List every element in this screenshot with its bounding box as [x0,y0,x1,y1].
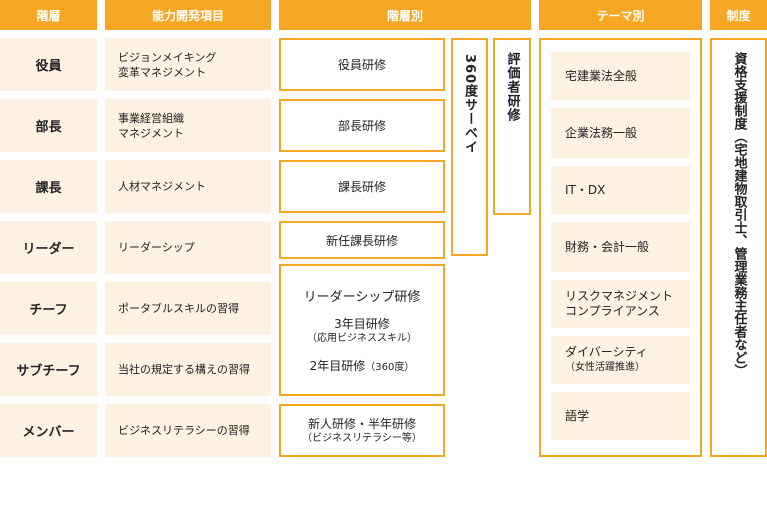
theme-text: 財務・会計一般 [565,239,650,254]
rank-cell: チーフ [0,282,97,335]
training-new-hire-main: 新人研修・半年研修 [307,416,416,431]
training-mgr: 課長研修 [279,160,445,213]
ability-cell: ビジネスリテラシーの習得 [105,404,271,457]
rank-cell: リーダー [0,221,97,274]
theme-text: コンプライアンス [565,304,660,318]
theme-item: ダイバーシティ （女性活躍推進） [551,336,690,384]
theme-text: リスクマネジメント [565,289,674,303]
theme-text: 宅建業法全般 [565,68,638,83]
ability-text: 事業経営組織 [118,111,184,125]
ability-text: 人材マネジメント [118,180,206,193]
survey-text: 360度サーベイ [462,54,477,155]
training-new-hire-note: （ビジネスリテラシー等） [302,432,422,444]
training-new-hire: 新人研修・半年研修 （ビジネスリテラシー等） [279,404,445,457]
ability-text: マネジメント [118,126,184,140]
rank-cell: 役員 [0,38,97,91]
header-ability: 能力開発項目 [105,0,271,30]
rank-cell: 部長 [0,99,97,152]
header-level: 階層 [0,0,97,30]
ability-text: ビジョンメイキング [118,50,217,64]
theme-item: 財務・会計一般 [551,222,690,272]
ability-text: ポータブルスキルの習得 [118,302,239,315]
training-third-year-note: （応用ビジネススキル） [307,333,417,344]
training-second-year-main: 2年目研修 [309,359,366,373]
theme-item: IT・DX [551,166,690,214]
ability-text: 当社の規定する構えの習得 [118,363,250,376]
ability-cell: 人材マネジメント [105,160,271,213]
training-third-year: 3年目研修 [334,317,390,331]
rank-cell: サブチーフ [0,343,97,396]
evaluator-text: 評価者研修 [504,52,520,122]
header-by-level: 階層別 [279,0,531,30]
header-by-theme: テーマ別 [539,0,702,30]
training-gm: 部長研修 [279,99,445,152]
ability-text: リーダーシップ [118,241,195,254]
theme-text: 企業法務一般 [565,125,638,140]
ability-text: ビジネスリテラシーの習得 [118,424,250,437]
training-second-year-note: （360度） [365,362,415,373]
theme-text: ダイバーシティ [565,345,648,359]
ability-cell: 事業経営組織マネジメント [105,99,271,152]
ability-text: 変革マネジメント [118,65,206,79]
training-group-mid: リーダーシップ研修 3年目研修 （応用ビジネススキル） 2年目研修（360度） [279,264,445,396]
ability-cell: リーダーシップ [105,221,271,274]
system-box: 資格支援制度（宅地建物取引士、管理業務主任者など） [710,38,767,457]
evaluator-box: 評価者研修 [493,38,531,215]
rank-cell: メンバー [0,404,97,457]
training-second-year: 2年目研修（360度） [310,357,415,374]
survey-box: 360度サーベイ [451,38,488,256]
theme-text: IT・DX [565,182,606,197]
theme-item: リスクマネジメント コンプライアンス [551,280,690,328]
theme-item: 語学 [551,392,690,440]
ability-cell: ビジョンメイキング変革マネジメント [105,38,271,91]
system-text: 資格支援制度（宅地建物取引士、管理業務主任者など） [731,52,747,377]
theme-item: 宅建業法全般 [551,52,690,100]
rank-cell: 課長 [0,160,97,213]
ability-cell: 当社の規定する構えの習得 [105,343,271,396]
theme-item: 企業法務一般 [551,108,690,158]
training-new-mgr: 新任課長研修 [279,221,445,259]
ability-cell: ポータブルスキルの習得 [105,282,271,335]
theme-text: 語学 [565,408,590,423]
theme-note: （女性活躍推進） [565,362,645,373]
training-exec: 役員研修 [279,38,445,91]
header-system: 制度 [710,0,767,30]
training-leadership: リーダーシップ研修 [303,290,421,305]
